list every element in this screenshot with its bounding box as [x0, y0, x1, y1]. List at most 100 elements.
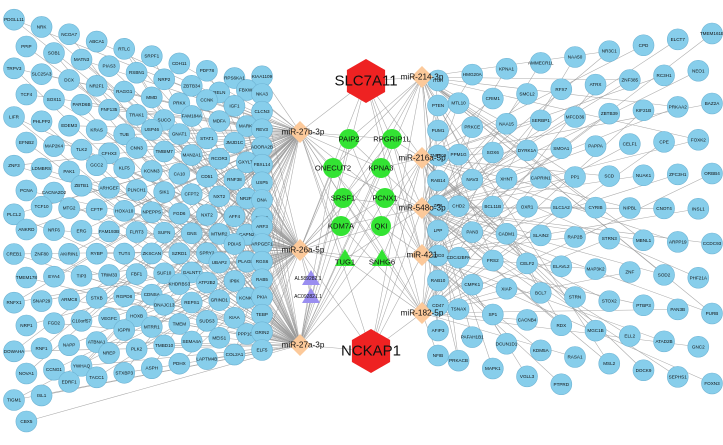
left-gene-node — [70, 174, 93, 197]
right-gene-label: MGC1B — [587, 328, 603, 333]
left-gene-node — [223, 270, 246, 292]
right-gene-label: VGLL3 — [520, 374, 535, 379]
right-gene-label: CAPRIN1 — [531, 175, 551, 180]
left-gene-node — [85, 242, 108, 265]
left-gene-node — [85, 366, 108, 389]
left-gene-label: RPS6KA1 — [224, 76, 245, 81]
left-gene-label: ARPGEF1 — [251, 242, 273, 247]
right-gene-node — [461, 326, 484, 348]
right-gene-node — [447, 92, 470, 114]
left-gene-node — [196, 348, 218, 370]
left-gene-node — [196, 59, 218, 82]
left-gene-label: CDNSA — [144, 292, 161, 297]
left-gene-node — [43, 265, 65, 288]
left-gene-label: IP6K — [229, 278, 240, 283]
right-gene-label: RFX7 — [555, 87, 567, 92]
left-gene-node — [180, 183, 203, 205]
right-gene-label: RAB10 — [431, 278, 446, 283]
left-gene-node — [15, 218, 38, 241]
network-edge — [299, 138, 350, 251]
left-gene-label: PCNA — [20, 188, 34, 193]
right-gene-node — [598, 290, 621, 312]
left-gene-label: ANKRD — [18, 227, 35, 232]
right-gene-node — [529, 52, 552, 74]
right-gene-node — [516, 83, 538, 105]
left-gene-label: ZNF80 — [35, 251, 49, 256]
left-gene-label: ISL1 — [37, 393, 47, 398]
left-gene-label: PAK1 — [63, 169, 75, 174]
left-gene-node — [30, 243, 53, 265]
right-gene-label: AMMECR1L — [528, 60, 554, 65]
left-gene-label: NR2F1 — [89, 83, 104, 88]
network-edge — [380, 167, 423, 256]
left-gene-node — [140, 242, 163, 265]
right-gene-label: XHNT — [500, 176, 513, 181]
left-gene-label: SUCO — [158, 117, 172, 122]
left-gene-label: ATBNA1 — [88, 340, 106, 345]
right-gene-label: CELF1 — [623, 142, 638, 147]
left-gene-label: ZBTB34 — [183, 83, 200, 88]
left-gene-label: TCF10 — [35, 204, 49, 209]
left-gene-label: CFHX3 — [102, 151, 118, 156]
right-gene-label: ELL2 — [624, 334, 635, 339]
left-gene-node — [208, 289, 231, 311]
left-gene-node — [113, 361, 136, 384]
left-gene-node — [196, 89, 218, 111]
left-gene-node — [153, 334, 175, 357]
network-edge — [299, 131, 382, 227]
left-gene-label: NCOA7 — [61, 32, 77, 37]
right-gene-label: MSL2 — [603, 361, 615, 366]
right-gene-node — [653, 197, 675, 220]
left-gene-node — [58, 23, 80, 46]
left-gene-node — [58, 114, 80, 137]
circrna-label: SLC7A11 — [334, 73, 397, 90]
right-gene-label: SMOA1 — [553, 146, 570, 151]
left-gene-label: RGS6 — [256, 259, 269, 264]
left-gene-node — [168, 202, 191, 225]
right-gene-label: DCUN1D1 — [496, 341, 518, 346]
left-gene-label: USP5 — [256, 180, 268, 185]
right-gene-label: ZNF385 — [621, 78, 638, 83]
left-gene-label: NREP — [103, 351, 116, 356]
network-edge — [421, 207, 562, 267]
right-gene-label: SMCL2 — [519, 91, 535, 96]
right-gene-label: ZNF — [625, 270, 634, 275]
right-gene-node — [598, 102, 621, 125]
left-gene-label: TMEM178 — [16, 275, 38, 280]
left-gene-label: EFNB2 — [19, 140, 34, 145]
right-gene-node — [516, 196, 538, 218]
left-gene-label: PDHX — [173, 361, 186, 366]
right-gene-label: TSNAX — [451, 307, 466, 312]
right-gene-node — [461, 63, 484, 86]
left-gene-node — [43, 358, 65, 381]
left-gene-label: YWHAQ — [73, 363, 91, 368]
left-gene-node — [85, 198, 108, 221]
left-gene-label: COL2A1 — [226, 352, 244, 357]
mirna-hub-label: miR-421 — [407, 251, 438, 260]
left-gene-label: GALNT7 — [183, 270, 201, 275]
left-gene-label: SEMA4A — [182, 339, 202, 344]
right-gene-label: ELCT7 — [671, 37, 686, 42]
right-gene-label: EDD3 — [432, 253, 445, 258]
right-gene-label: CCDC93 — [703, 241, 722, 246]
left-gene-label: NRK — [37, 24, 48, 29]
left-gene-label: TMEM — [173, 321, 187, 326]
right-gene-node — [516, 309, 538, 331]
right-gene-node — [598, 40, 621, 62]
right-gene-label: FOXK2 — [691, 137, 707, 142]
left-gene-node — [30, 195, 53, 218]
left-gene-node — [223, 205, 246, 228]
left-gene-label: SOB1 — [48, 51, 61, 56]
left-gene-label: AKIRIN1 — [60, 251, 78, 256]
network-edge — [299, 258, 383, 346]
right-gene-label: RDX — [556, 323, 566, 328]
left-gene-label: GRIND1 — [211, 298, 229, 303]
left-gene-node — [125, 103, 148, 126]
right-gene-label: NAV3 — [466, 177, 478, 182]
left-gene-node — [208, 223, 231, 245]
left-gene-node — [180, 291, 203, 314]
right-gene-node — [481, 141, 504, 164]
right-gene-label: PUM1 — [432, 128, 445, 133]
mirna-hub-node — [411, 302, 433, 324]
left-gene-label: FGD6 — [173, 211, 186, 216]
